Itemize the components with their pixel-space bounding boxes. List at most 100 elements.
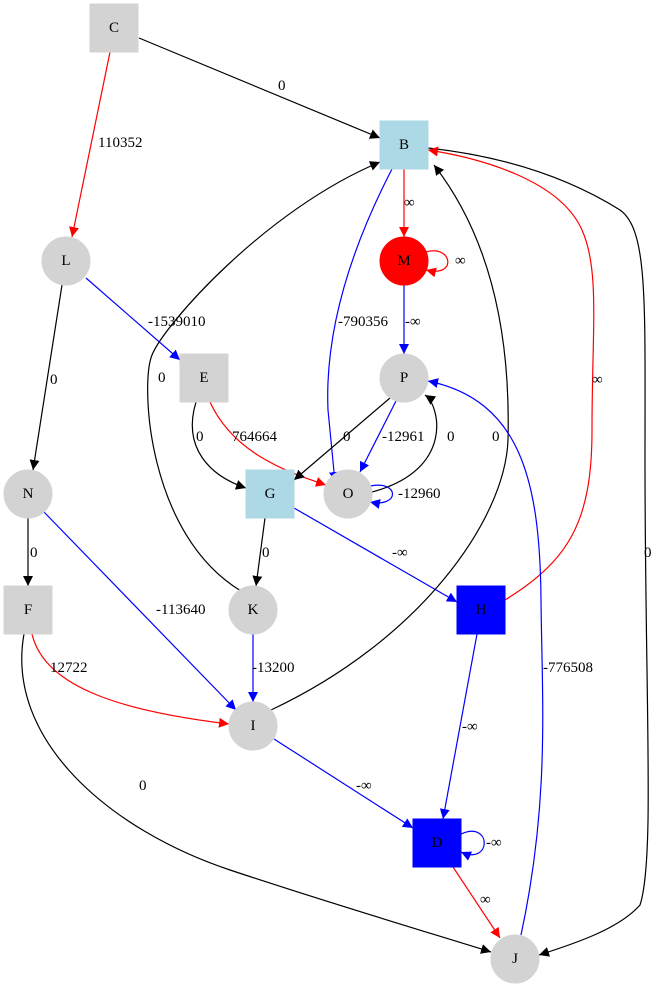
edge-e-g — [191, 401, 247, 490]
edge-m-m — [425, 250, 449, 278]
node-label-j: J — [512, 951, 518, 967]
edge-label-i-b: 0 — [492, 429, 500, 445]
edge-h-d — [439, 633, 478, 820]
node-h: H — [456, 585, 506, 635]
edge-l-e — [85, 277, 181, 361]
edge-label-m-p: -∞ — [405, 314, 421, 330]
edge-g-h — [293, 507, 458, 603]
edge-label-l-e: -1539010 — [148, 314, 206, 330]
node-shape-k — [228, 585, 278, 635]
edge-p-o — [359, 400, 397, 473]
node-label-b: B — [399, 137, 409, 153]
node-label-e: E — [199, 370, 208, 386]
node-shape-b — [379, 120, 429, 170]
edges-layer — [21, 37, 649, 957]
node-label-g: G — [265, 486, 276, 502]
edge-labels-layer: 0 110352 ∞ -790356 0 ∞ -∞ -1539010 0 0 764664 0 -129… — [30, 78, 652, 908]
node-e: E — [179, 353, 229, 403]
edge-label-k-i: -13200 — [252, 660, 295, 676]
edge-j-p — [427, 378, 544, 936]
node-label-h: H — [476, 602, 487, 618]
node-label-c: C — [109, 20, 119, 36]
edge-e-o — [209, 401, 327, 487]
node-label-i: I — [251, 718, 256, 734]
edge-label-m-m: ∞ — [455, 253, 466, 269]
edge-d-d — [460, 830, 485, 861]
edge-h-b — [427, 146, 595, 601]
edge-o-o — [369, 484, 394, 509]
edge-label-h-d: -∞ — [462, 719, 478, 735]
edge-label-g-k: 0 — [262, 545, 270, 561]
edge-o-p — [371, 394, 438, 493]
node-shape-p — [379, 353, 429, 403]
node-label-f: F — [24, 602, 32, 618]
edge-label-n-i: -113640 — [156, 602, 205, 618]
node-shape-j — [490, 934, 540, 984]
node-k: K — [228, 585, 278, 635]
edge-k-b — [147, 161, 381, 592]
node-l: L — [41, 236, 91, 286]
node-shape-f — [3, 585, 53, 635]
edge-g-k — [252, 517, 266, 587]
node-label-l: L — [61, 253, 70, 269]
node-label-d: D — [432, 835, 443, 851]
edge-label-p-g: 0 — [343, 429, 351, 445]
edge-l-n — [29, 284, 63, 471]
edge-b-j — [427, 147, 649, 957]
node-o: O — [323, 469, 373, 519]
edge-label-o-o: -12960 — [398, 486, 441, 502]
edge-label-o-p: 0 — [447, 429, 455, 445]
node-i: I — [228, 701, 278, 751]
edge-p-g — [293, 397, 391, 481]
edge-label-f-i: 12722 — [50, 660, 88, 676]
edge-label-b-j: 0 — [644, 545, 652, 561]
edge-f-j — [21, 633, 492, 954]
nodes-layer: C B L M E P N G O F K H I D J — [3, 3, 540, 984]
node-c: C — [89, 3, 139, 53]
edge-label-g-h: -∞ — [392, 545, 408, 561]
node-label-o: O — [343, 486, 354, 502]
node-label-m: M — [397, 253, 410, 269]
node-label-p: P — [400, 370, 408, 386]
edge-d-j — [452, 866, 501, 939]
edge-b-o — [327, 168, 393, 483]
node-shape-e — [179, 353, 229, 403]
node-p: P — [379, 353, 429, 403]
edge-label-h-b: ∞ — [592, 372, 603, 388]
node-shape-h — [456, 585, 506, 635]
edge-label-c-b: 0 — [278, 78, 286, 94]
node-g: G — [245, 469, 295, 519]
edge-f-i — [31, 633, 230, 728]
edge-label-l-n: 0 — [50, 372, 58, 388]
node-shape-i — [228, 701, 278, 751]
edge-label-e-g: 0 — [196, 429, 204, 445]
node-shape-l — [41, 236, 91, 286]
node-f: F — [3, 585, 53, 635]
edge-label-p-o: -12961 — [382, 429, 425, 445]
node-shape-o — [323, 469, 373, 519]
edge-label-i-d: -∞ — [356, 778, 372, 794]
node-n: N — [3, 469, 53, 519]
edge-label-n-f: 0 — [30, 545, 38, 561]
node-d: D — [412, 818, 462, 868]
edge-label-b-o: -790356 — [338, 314, 388, 330]
edge-i-d — [273, 738, 414, 829]
node-shape-g — [245, 469, 295, 519]
edge-label-f-j: 0 — [139, 778, 147, 794]
edge-n-i — [43, 511, 237, 711]
edge-label-c-l: 110352 — [98, 135, 142, 151]
node-shape-d — [412, 818, 462, 868]
edge-label-d-d: -∞ — [486, 835, 502, 851]
node-label-n: N — [23, 486, 34, 502]
edge-label-b-m: ∞ — [404, 195, 415, 211]
node-j: J — [490, 934, 540, 984]
node-b: B — [379, 120, 429, 170]
node-label-k: K — [248, 602, 259, 618]
edge-label-k-b: 0 — [158, 370, 166, 386]
edge-label-j-p: -776508 — [543, 660, 593, 676]
node-shape-n — [3, 469, 53, 519]
edge-label-e-o: 764664 — [232, 429, 278, 445]
node-shape-c — [89, 3, 139, 53]
edge-label-d-j: ∞ — [480, 892, 491, 908]
